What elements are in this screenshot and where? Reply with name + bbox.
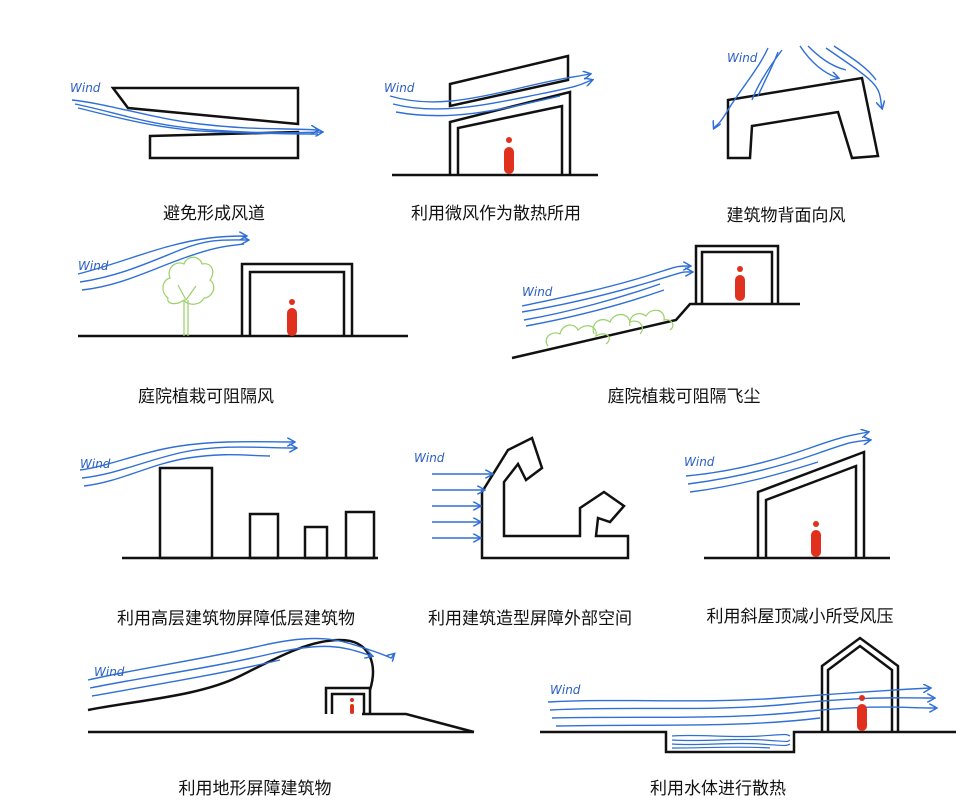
- ground-with-pool: [540, 730, 956, 754]
- caption-3: 建筑物背面向风: [727, 206, 846, 226]
- wind-line: [74, 103, 322, 133]
- wind-line: [833, 45, 877, 81]
- wind-line: [79, 442, 294, 471]
- wind-line: [549, 698, 934, 711]
- hill-terrain: [87, 638, 375, 712]
- wind-line: [807, 45, 847, 71]
- wind-line: [525, 289, 665, 327]
- caption-5: 庭院植栽可阻隔飞尘: [608, 387, 761, 407]
- sculpted-building: [480, 436, 630, 560]
- wind-line: [81, 243, 245, 291]
- wind-line: [555, 717, 821, 727]
- building: [694, 244, 780, 304]
- building: [726, 76, 880, 160]
- wind-line: [81, 447, 296, 479]
- panel-3: Wind: [714, 45, 882, 160]
- upper-slab: [110, 86, 300, 126]
- tree: [162, 256, 215, 336]
- wind-line: [395, 95, 561, 117]
- wind-line: [551, 707, 936, 719]
- wind-line: [685, 432, 868, 477]
- caption-2: 利用微风作为散热所用: [411, 204, 581, 224]
- water-body: [671, 733, 791, 749]
- caption-6: 利用高层建筑物屏障低层建筑物: [117, 609, 355, 629]
- wind-line: [714, 47, 769, 128]
- wind-label: Wind: [522, 285, 553, 299]
- caption-1: 避免形成风道: [163, 204, 265, 224]
- wind-line: [687, 440, 870, 485]
- wind-line: [71, 99, 318, 130]
- low-building: [344, 510, 376, 560]
- panel-5: Wind: [511, 244, 800, 360]
- building: [240, 262, 354, 336]
- caption-8: 利用斜屋顶减小所受风压: [707, 607, 894, 627]
- wind-label: Wind: [414, 451, 445, 465]
- person-figure: [811, 521, 821, 557]
- wind-line: [689, 461, 819, 493]
- panel-2: Wind: [384, 54, 598, 177]
- caption-10: 利用水体进行散热: [650, 779, 786, 799]
- lower-slab: [148, 130, 300, 160]
- panel-10: Wind: [540, 636, 956, 754]
- panel-8: Wind: [684, 432, 890, 560]
- wind-label: Wind: [550, 683, 581, 697]
- wind-line: [547, 688, 930, 703]
- wind-line: [79, 240, 248, 283]
- wind-label: Wind: [78, 259, 109, 273]
- person-figure: [504, 137, 514, 174]
- caption-7: 利用建筑造型屏障外部空间: [428, 609, 632, 629]
- caption-9: 利用地形屏障建筑物: [179, 779, 332, 799]
- caption-4: 庭院植栽可阻隔风: [138, 387, 274, 407]
- wind-line: [523, 283, 661, 321]
- wind-line: [757, 51, 779, 97]
- wind-label: Wind: [384, 81, 415, 95]
- wind-line: [825, 47, 882, 108]
- person-figure: [287, 299, 297, 336]
- wind-line: [87, 637, 394, 681]
- wind-line: [77, 236, 246, 275]
- low-building: [248, 512, 280, 560]
- terrain-slope: [362, 712, 475, 734]
- building: [324, 686, 372, 714]
- wind-label: Wind: [684, 455, 715, 469]
- panel-7: Wind: [414, 436, 630, 560]
- floating-roof: [448, 54, 570, 108]
- wind-line: [521, 266, 690, 307]
- panel-4: Wind: [77, 236, 408, 338]
- wind-label: Wind: [80, 457, 111, 471]
- building: [756, 450, 866, 558]
- person-figure: [350, 698, 354, 714]
- wind-line: [521, 272, 692, 313]
- wind-line: [389, 74, 590, 103]
- person-figure: [857, 695, 867, 731]
- wind-line: [77, 107, 319, 135]
- slope-ground: [511, 302, 800, 360]
- panel-6: Wind: [79, 442, 378, 560]
- panel-1: Wind: [70, 81, 322, 160]
- wind-line: [751, 49, 783, 101]
- wind-label: Wind: [94, 665, 125, 679]
- wind-line: [799, 45, 838, 78]
- person-figure: [735, 266, 745, 301]
- low-building: [303, 525, 329, 560]
- wind-label: Wind: [70, 81, 101, 95]
- wind-line: [91, 659, 281, 697]
- panel-9: Wind: [87, 637, 475, 734]
- shrubs: [545, 309, 674, 347]
- tall-building: [158, 466, 214, 560]
- wind-label: Wind: [727, 51, 758, 65]
- wind-line: [392, 80, 592, 110]
- wind-line: [83, 454, 271, 487]
- wind-line: [89, 645, 372, 689]
